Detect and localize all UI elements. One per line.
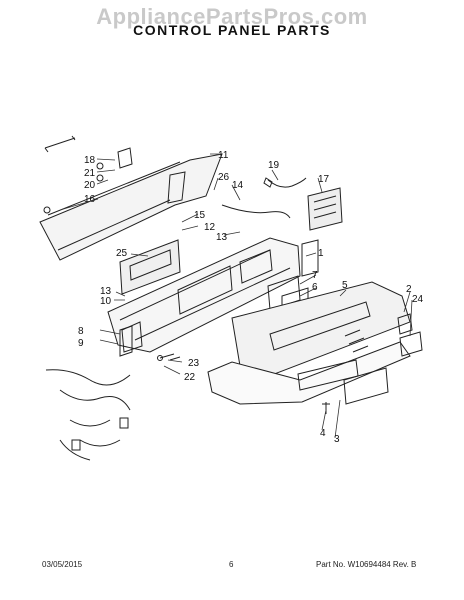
footer-part-number: Part No. W10694484 Rev. B xyxy=(316,560,417,569)
callout-10: 10 xyxy=(100,296,112,307)
bracket-1 xyxy=(301,239,319,277)
callout-18: 18 xyxy=(84,155,96,166)
callout-16: 16 xyxy=(84,194,96,205)
panel-trim xyxy=(207,341,411,405)
callout-14: 14 xyxy=(232,180,244,191)
main-wire-harness xyxy=(45,369,131,461)
callout-12: 12 xyxy=(204,222,216,233)
bracket-8 xyxy=(119,325,133,357)
wire-harness-14 xyxy=(221,204,291,219)
watermark: AppliancePartsPros.com xyxy=(96,4,368,29)
callout-7: 7 xyxy=(312,270,318,281)
callout-5: 5 xyxy=(342,280,348,291)
callout-3: 3 xyxy=(334,434,340,445)
callout-2: 2 xyxy=(406,284,412,295)
callout-17: 17 xyxy=(318,174,330,185)
callout-9: 9 xyxy=(78,338,84,349)
callout-24: 24 xyxy=(412,294,424,305)
wire-harness-19 xyxy=(267,177,307,188)
page-title: CONTROL PANEL PARTS xyxy=(133,22,331,38)
callout-19: 19 xyxy=(268,160,280,171)
overlay-3b xyxy=(343,367,389,405)
callout-26: 26 xyxy=(218,172,230,183)
callout-15: 15 xyxy=(194,210,206,221)
callout-25: 25 xyxy=(116,248,128,259)
callout-4: 4 xyxy=(320,428,326,439)
callout-6: 6 xyxy=(312,282,318,293)
callout-11: 11 xyxy=(218,150,229,161)
callout-23: 23 xyxy=(188,358,200,369)
user-interface-board xyxy=(307,187,343,231)
electronic-control-board xyxy=(119,239,181,295)
footer-page-number: 6 xyxy=(229,560,234,569)
callout-1: 1 xyxy=(318,248,324,259)
console-body xyxy=(107,237,301,353)
part-24 xyxy=(399,331,423,357)
control-panel-bracket xyxy=(39,153,223,261)
callout-20: 20 xyxy=(84,180,96,191)
callout-13: 13 xyxy=(100,286,112,297)
callout-22: 22 xyxy=(184,372,196,383)
part-2 xyxy=(397,313,413,335)
callout-8: 8 xyxy=(78,326,84,337)
footer-date: 03/05/2015 xyxy=(42,560,83,569)
callout-21: 21 xyxy=(84,168,96,179)
callout-13: 13 xyxy=(216,232,228,243)
